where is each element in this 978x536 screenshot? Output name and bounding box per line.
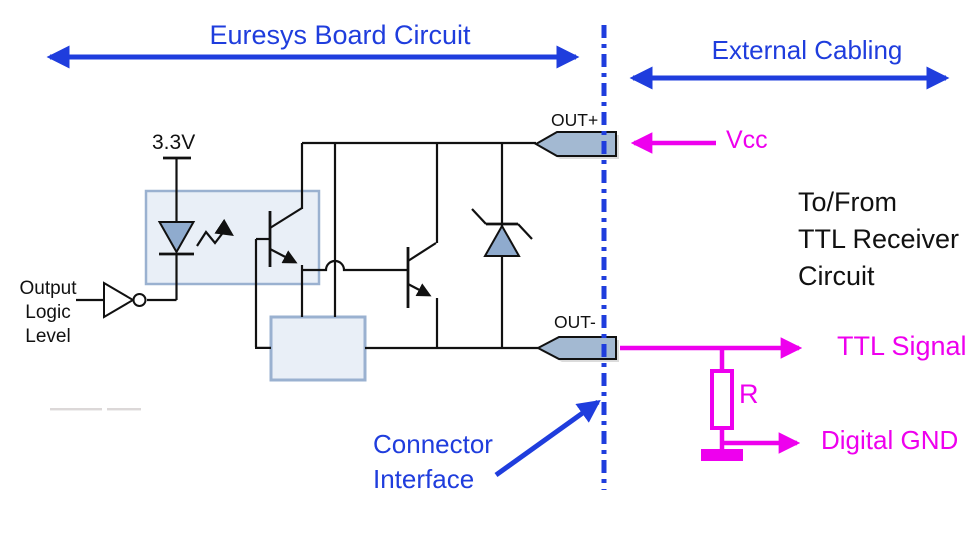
output-transistor-icon <box>406 143 439 348</box>
out-minus-pin <box>535 336 617 360</box>
light-emission-arrow-icon <box>196 218 234 247</box>
phototransistor-icon <box>256 143 304 317</box>
digital-gnd-label: Digital GND <box>821 425 959 455</box>
vcc-label: Vcc <box>726 126 768 154</box>
connector-interface-pointer-arrow <box>494 399 601 478</box>
base-wire <box>254 239 271 349</box>
board-circuit-title: Euresys Board Circuit <box>209 20 471 50</box>
external-cabling-title: External Cabling <box>711 35 903 65</box>
zener-diode-icon <box>471 143 533 348</box>
pulldown-resistor-icon <box>710 348 734 450</box>
out-plus-pin <box>533 131 617 157</box>
output-logic-level-label: Output Logic Level <box>19 278 77 347</box>
ttl-signal-label: TTL Signal <box>837 331 967 361</box>
connector-interface-label: Connector Interface <box>373 429 493 494</box>
ttl-receiver-note: To/From TTL Receiver Circuit <box>798 187 960 291</box>
faint-smudge <box>50 408 102 411</box>
hop-crossing-wire <box>302 259 408 272</box>
out-minus-label: OUT- <box>554 312 596 332</box>
ground-icon <box>701 449 743 461</box>
out-plus-label: OUT+ <box>551 110 599 130</box>
led-icon <box>157 221 196 300</box>
supply-voltage-label: 3.3V <box>152 131 196 154</box>
power-rail-3v3-icon <box>163 156 191 222</box>
faint-smudge <box>107 408 141 411</box>
resistor-label: R <box>739 379 759 409</box>
inverter-gate-icon <box>76 281 177 319</box>
driver-block-box <box>269 315 367 382</box>
